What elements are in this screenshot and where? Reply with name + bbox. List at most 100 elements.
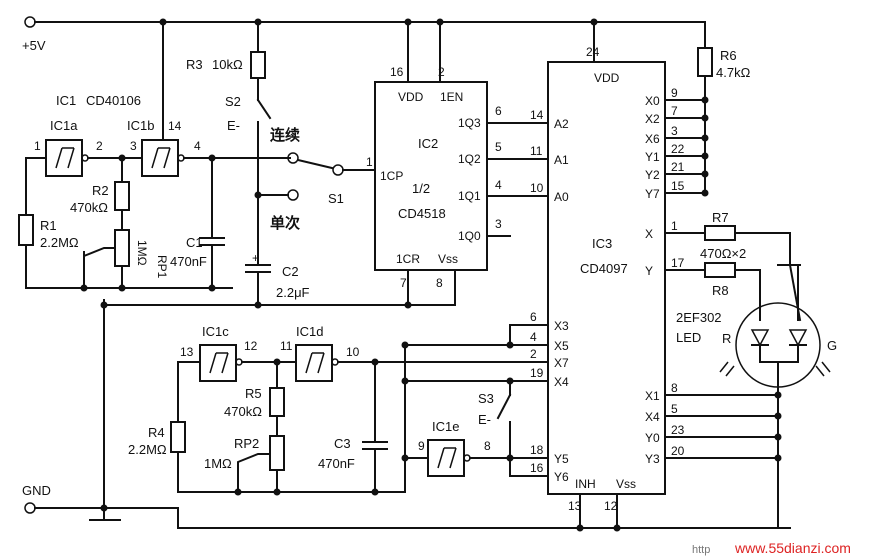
s1-switch bbox=[296, 158, 334, 170]
svg-text:RP1: RP1 bbox=[155, 255, 169, 279]
ic3-pin-label-y3: Y3 bbox=[645, 452, 660, 466]
svg-text:Vss: Vss bbox=[438, 252, 458, 266]
ic1-part: CD40106 bbox=[86, 93, 141, 108]
svg-text:IC1c: IC1c bbox=[202, 324, 229, 339]
ic3-pin-label-x0: X0 bbox=[645, 94, 660, 108]
ic3-multiplexer: 24 VDD IC3 CD4097 INH Vss 13 12 A214A111… bbox=[454, 18, 837, 532]
mode-continuous-label: 连续 bbox=[270, 126, 300, 144]
ic3-pin-label-x4: X4 bbox=[554, 375, 569, 389]
oscillator-1: IC1 CD40106 IC1a IC1b 14 1 2 3 4 R1 2.2M… bbox=[18, 18, 291, 292]
ic3-pin-number: 17 bbox=[671, 256, 685, 270]
svg-text:5: 5 bbox=[495, 140, 502, 154]
svg-text:8: 8 bbox=[484, 439, 491, 453]
ic1e-schmitt-inverter bbox=[427, 439, 465, 477]
svg-text:R5: R5 bbox=[245, 386, 262, 401]
svg-text:www.55dianzi.com: www.55dianzi.com bbox=[734, 540, 851, 556]
svg-text:470nF: 470nF bbox=[170, 254, 207, 269]
ic3-pin-label-y: Y bbox=[645, 264, 653, 278]
svg-text:14: 14 bbox=[168, 119, 182, 133]
svg-text:R6: R6 bbox=[720, 48, 737, 63]
ic3-pin-label-y6: Y6 bbox=[554, 470, 569, 484]
r4-resistor bbox=[170, 421, 186, 453]
svg-text:6: 6 bbox=[495, 104, 502, 118]
ic3-pin-number: 5 bbox=[671, 402, 678, 416]
ic3-pin-number: 2 bbox=[530, 347, 537, 361]
svg-text:1/2: 1/2 bbox=[412, 181, 430, 196]
s2-switch bbox=[256, 98, 272, 120]
svg-text:12: 12 bbox=[604, 499, 618, 513]
svg-text:R8: R8 bbox=[712, 283, 729, 298]
ic3-pin-number: 15 bbox=[671, 179, 685, 193]
r8-resistor bbox=[704, 262, 736, 278]
ic3-pin-label-x4: X4 bbox=[645, 410, 660, 424]
ic3-pin-number: 18 bbox=[530, 443, 544, 457]
svg-text:1Q0: 1Q0 bbox=[458, 229, 481, 243]
ic3-pin-number: 1 bbox=[671, 219, 678, 233]
s1-contact-single bbox=[287, 189, 299, 201]
svg-text:R: R bbox=[722, 331, 731, 346]
rp1-potentiometer bbox=[114, 229, 130, 267]
svg-text:IC3: IC3 bbox=[592, 236, 612, 251]
svg-text:2: 2 bbox=[438, 65, 445, 79]
ic3-pin-label-x2: X2 bbox=[645, 112, 660, 126]
led-green-diode bbox=[788, 329, 808, 347]
ic1d-schmitt-inverter bbox=[295, 344, 333, 382]
ic3-pin-label-y7: Y7 bbox=[645, 187, 660, 201]
svg-text:2.2MΩ: 2.2MΩ bbox=[40, 235, 79, 250]
ic3-pin-number: 23 bbox=[671, 423, 685, 437]
ic3-pin-number: 3 bbox=[671, 124, 678, 138]
ic3-pin-number: 16 bbox=[530, 461, 544, 475]
s1-contact-continuous bbox=[287, 152, 299, 164]
svg-text:1CR: 1CR bbox=[396, 252, 420, 266]
ic3-pin-label-x: X bbox=[645, 227, 653, 241]
ic3-pin-label-y2: Y2 bbox=[645, 168, 660, 182]
led-red-diode bbox=[750, 329, 770, 347]
ic3-pin-number: 4 bbox=[530, 330, 537, 344]
svg-text:1Q2: 1Q2 bbox=[458, 152, 481, 166]
power-rails: +5V GND bbox=[22, 16, 791, 529]
vcc-label: +5V bbox=[22, 38, 46, 53]
svg-text:470nF: 470nF bbox=[318, 456, 355, 471]
ic3-pin-number: 11 bbox=[530, 144, 543, 158]
ic3-body bbox=[547, 61, 666, 495]
ic3-pin-number: 7 bbox=[671, 104, 678, 118]
ic3-pin-label-x1: X1 bbox=[645, 389, 660, 403]
svg-text:470kΩ: 470kΩ bbox=[224, 404, 262, 419]
svg-text:10kΩ: 10kΩ bbox=[212, 57, 243, 72]
svg-text:C1: C1 bbox=[186, 235, 203, 250]
ic3-pin-label-x3: X3 bbox=[554, 319, 569, 333]
ic3-pin-label-a2: A2 bbox=[554, 117, 569, 131]
svg-text:1CP: 1CP bbox=[380, 169, 403, 183]
mode-single-label: 单次 bbox=[270, 214, 300, 232]
svg-text:G: G bbox=[827, 338, 837, 353]
ic3-pin-label-y1: Y1 bbox=[645, 150, 660, 164]
svg-text:S2: S2 bbox=[225, 94, 241, 109]
ic3-pin-number: 20 bbox=[671, 444, 685, 458]
svg-text:12: 12 bbox=[244, 339, 258, 353]
svg-text:R2: R2 bbox=[92, 183, 109, 198]
svg-text:1MΩ: 1MΩ bbox=[135, 240, 149, 266]
s3-switch bbox=[496, 393, 512, 420]
svg-text:13: 13 bbox=[180, 345, 194, 359]
ic3-pin-label-x5: X5 bbox=[554, 339, 569, 353]
svg-text:2EF302: 2EF302 bbox=[676, 310, 722, 325]
svg-text:3: 3 bbox=[495, 217, 502, 231]
r3-resistor bbox=[250, 51, 266, 79]
ic3-pin-label-y0: Y0 bbox=[645, 431, 660, 445]
ic1a-label: IC1a bbox=[50, 118, 78, 133]
svg-text:2.2μF: 2.2μF bbox=[276, 285, 310, 300]
svg-text:4: 4 bbox=[495, 178, 502, 192]
svg-text:CD4097: CD4097 bbox=[580, 261, 628, 276]
svg-text:2: 2 bbox=[96, 139, 103, 153]
svg-text:IC1e: IC1e bbox=[432, 419, 459, 434]
svg-text:10: 10 bbox=[346, 345, 360, 359]
svg-text:R3: R3 bbox=[186, 57, 203, 72]
svg-text:1Q3: 1Q3 bbox=[458, 116, 481, 130]
red-light-rays bbox=[719, 361, 735, 377]
ic3-pin-label-y5: Y5 bbox=[554, 452, 569, 466]
ic1e-section: S3 E- IC1e 9 8 bbox=[401, 324, 549, 493]
ic2-counter: 16 2 VDD 1EN IC2 1/2 CD4518 1CP 1 1Q3 1Q… bbox=[100, 18, 549, 309]
svg-text:VDD: VDD bbox=[398, 90, 424, 104]
ic1b-label: IC1b bbox=[127, 118, 154, 133]
svg-text:2.2MΩ: 2.2MΩ bbox=[128, 442, 167, 457]
